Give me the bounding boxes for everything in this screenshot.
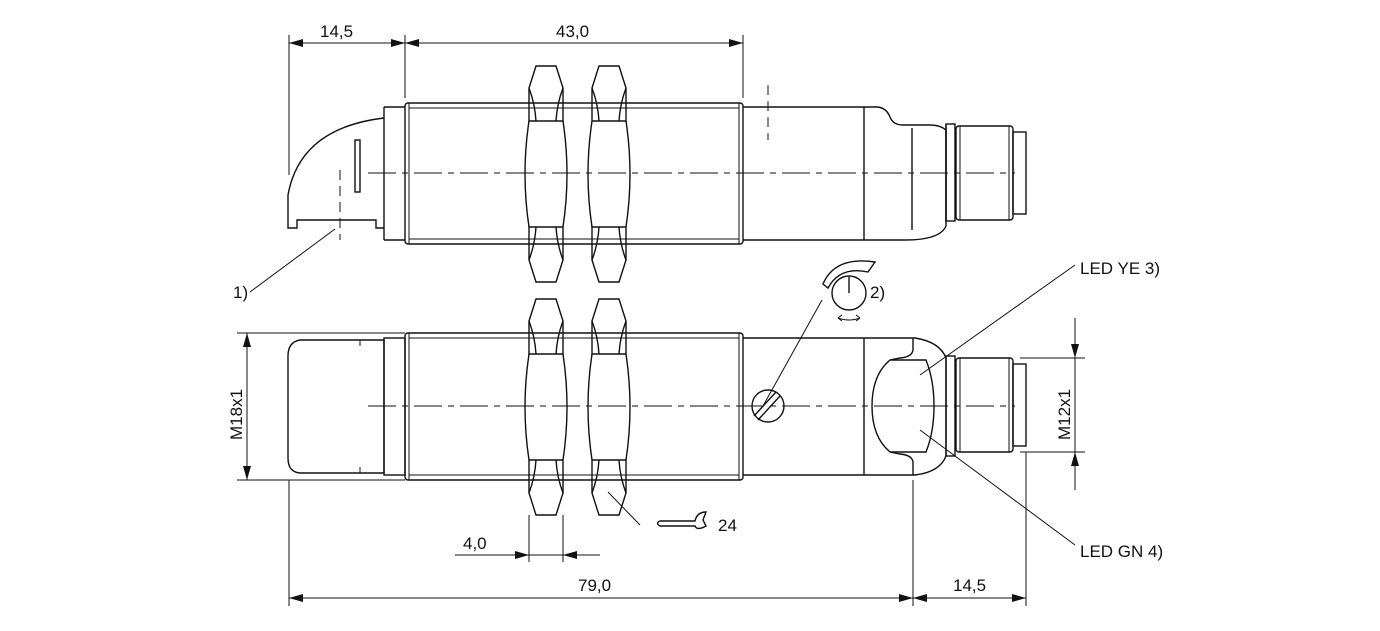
dim-connector-thread: M12x1	[1055, 389, 1074, 440]
wrench-icon	[656, 511, 708, 530]
led-green-label: LED GN 4)	[1080, 542, 1163, 561]
lock-nut	[524, 298, 568, 516]
dim-top-left: 14,5	[320, 22, 353, 41]
dim-thread-length: 43,0	[556, 22, 589, 41]
led-window	[871, 338, 914, 475]
sensing-face-slot	[354, 139, 361, 193]
rear-housing	[743, 106, 947, 241]
note-2-label: 2)	[870, 283, 885, 302]
sensing-cap	[287, 339, 385, 474]
dim-nut-width: 4,0	[463, 534, 487, 553]
potentiometer-icon	[751, 389, 785, 423]
dim-connector-length: 14,5	[953, 576, 986, 595]
wrench-size-label: 24	[718, 516, 737, 535]
top-view: 1)	[233, 65, 1027, 302]
lock-nut	[587, 65, 631, 283]
dim-total-length: 79,0	[578, 576, 611, 595]
m12-connector	[955, 357, 1014, 453]
bottom-view: 2) LED YE 3) LED GN 4) 24	[287, 259, 1163, 561]
dimension-lines: 14,5 43,0 79,0 14,5 4,0 M18x1 M12x1	[227, 22, 1085, 606]
lock-nut	[524, 65, 568, 283]
dim-housing-thread: M18x1	[227, 389, 246, 440]
adjust-rotate-icon	[822, 260, 877, 322]
lock-nut	[587, 298, 631, 516]
led-yellow-label: LED YE 3)	[1080, 259, 1160, 278]
note-1-label: 1)	[233, 283, 248, 302]
